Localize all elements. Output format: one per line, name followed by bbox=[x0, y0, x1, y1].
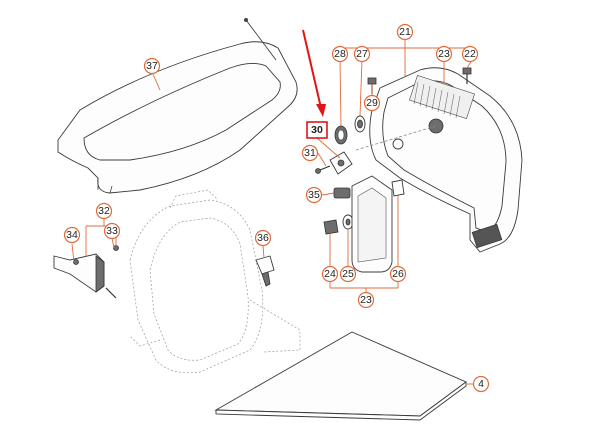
callout-31: 31 bbox=[301, 144, 319, 162]
clip-24 bbox=[323, 219, 339, 235]
bracket-31 bbox=[315, 151, 353, 175]
callout-36-label: 36 bbox=[257, 232, 269, 244]
callout-33: 33 bbox=[103, 222, 121, 240]
callout-32-label: 32 bbox=[98, 205, 110, 217]
callout-24-label: 24 bbox=[324, 268, 336, 280]
callout-29: 29 bbox=[363, 94, 381, 112]
callout-23-top-label: 23 bbox=[438, 48, 450, 60]
callout-28-label: 28 bbox=[334, 48, 346, 60]
callout-33-label: 33 bbox=[106, 225, 118, 237]
callout-22: 22 bbox=[461, 45, 479, 63]
highlighted-callout-30: 30 bbox=[306, 121, 328, 139]
highlighted-callout-label: 30 bbox=[311, 124, 323, 136]
callout-34-label: 34 bbox=[66, 229, 78, 241]
clip-28 bbox=[334, 125, 348, 145]
callout-36: 36 bbox=[254, 229, 272, 247]
clip-25 bbox=[342, 214, 354, 230]
vent-grille bbox=[409, 74, 475, 120]
callout-22-label: 22 bbox=[464, 48, 476, 60]
callout-21-label: 21 bbox=[399, 26, 411, 38]
rear-seat-outline bbox=[129, 189, 301, 374]
callout-27-label: 27 bbox=[356, 48, 368, 60]
callout-23-top: 23 bbox=[435, 45, 453, 63]
trunk-side-panel bbox=[355, 67, 523, 253]
callout-21: 21 bbox=[396, 23, 414, 41]
callout-37: 37 bbox=[143, 57, 161, 75]
callout-24: 24 bbox=[321, 265, 339, 283]
callout-23-bottom: 23 bbox=[357, 291, 375, 309]
callout-35-label: 35 bbox=[308, 189, 320, 201]
callout-25: 25 bbox=[339, 265, 357, 283]
callout-29-label: 29 bbox=[366, 97, 378, 109]
callout-4-label: 4 bbox=[478, 378, 484, 390]
clip-35 bbox=[333, 187, 351, 199]
callout-35: 35 bbox=[305, 186, 323, 204]
lower-trim-cover bbox=[351, 175, 393, 273]
callout-4: 4 bbox=[472, 375, 490, 393]
callout-28: 28 bbox=[331, 45, 349, 63]
callout-37-label: 37 bbox=[146, 60, 158, 72]
callout-26-label: 26 bbox=[392, 268, 404, 280]
callout-26: 26 bbox=[389, 265, 407, 283]
luggage-hook bbox=[255, 255, 275, 287]
indicator-arrow bbox=[302, 29, 326, 117]
trunk-floor-mat bbox=[214, 331, 467, 421]
callout-27: 27 bbox=[353, 45, 371, 63]
callout-25-label: 25 bbox=[342, 268, 354, 280]
clip-27 bbox=[354, 115, 366, 133]
seat-latch-bracket bbox=[53, 245, 119, 299]
callout-34: 34 bbox=[63, 226, 81, 244]
callout-31-label: 31 bbox=[304, 147, 316, 159]
clip-26 bbox=[391, 179, 405, 197]
parcel-shelf bbox=[57, 18, 298, 194]
callout-23-bottom-label: 23 bbox=[360, 294, 372, 306]
callout-32: 32 bbox=[95, 202, 113, 220]
